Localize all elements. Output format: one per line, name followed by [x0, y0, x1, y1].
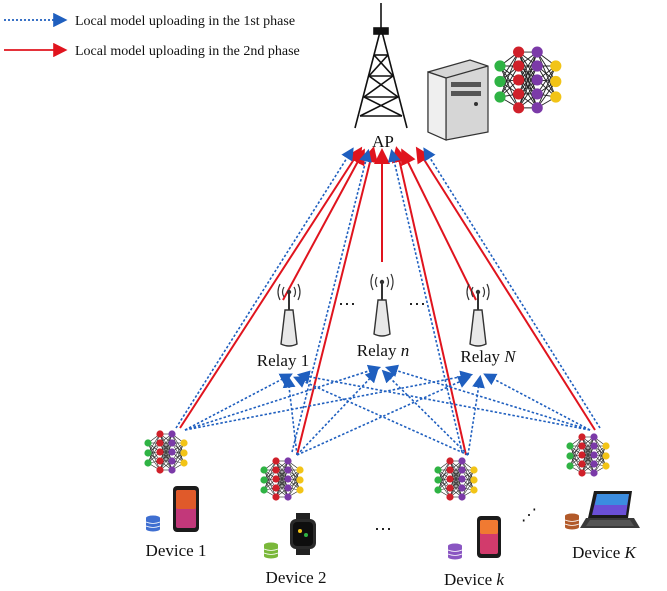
device-k-label: Device k	[444, 570, 504, 589]
link-relayN-ap	[401, 148, 477, 301]
link-device1-ap	[179, 146, 363, 429]
device-k-model-icon	[433, 456, 479, 502]
relay-N-icon	[466, 283, 490, 347]
link-dk-rn	[381, 369, 469, 456]
device-2-database-icon	[263, 542, 279, 559]
ap-label: AP	[372, 132, 394, 151]
relay-ellipsis-right: ⋯	[408, 294, 426, 314]
device-K-model-icon	[565, 432, 611, 478]
device-K-label: Device K	[572, 543, 637, 562]
device-2-watch-icon	[290, 513, 316, 555]
device-K-database-icon	[564, 513, 580, 530]
link-d2-rn	[296, 369, 379, 456]
ap-tower-icon	[354, 3, 408, 129]
device-ellipsis-diagonal: ⋰	[521, 507, 537, 524]
legend-phase2-label: Local model uploading in the 2nd phase	[75, 44, 300, 59]
link-p1-device2-ap	[291, 148, 372, 453]
device-1-database-icon	[145, 515, 161, 532]
device-K-tablet-icon	[580, 491, 640, 528]
phase1-links	[175, 147, 601, 456]
ap-model-icon	[493, 45, 563, 115]
phase2-links	[179, 146, 596, 456]
legend: Local model uploading in the 1st phase L…	[4, 12, 300, 59]
link-dK-rn	[384, 364, 591, 431]
link-deviceK-ap	[415, 146, 596, 431]
link-relay1-ap	[282, 148, 365, 301]
device-1-phone-icon	[173, 486, 199, 532]
relay-1-label: Relay 1	[257, 351, 309, 370]
device-ellipsis: ⋯	[374, 519, 392, 539]
relay-n-icon	[370, 273, 394, 337]
device-2-label: Device 2	[266, 568, 327, 587]
link-dK-rN	[483, 373, 591, 431]
relay-ellipsis-left: ⋯	[338, 294, 356, 314]
relay-1-icon	[277, 283, 301, 347]
link-d1-rN	[184, 370, 474, 431]
device-1-label: Device 1	[146, 541, 207, 560]
link-p1-devicek-ap	[387, 148, 463, 453]
relay-n-label: Relay n	[357, 341, 409, 360]
link-device2-ap	[296, 146, 378, 456]
link-dK-r1	[296, 370, 591, 431]
link-dk-rN	[467, 374, 485, 456]
legend-phase1-label: Local model uploading in the 1st phase	[75, 14, 295, 29]
link-d1-rn	[184, 364, 382, 431]
device-2-model-icon	[259, 456, 305, 502]
device-k-phone-icon	[477, 516, 501, 558]
link-d2-r1	[282, 374, 298, 456]
link-d1-r1	[184, 373, 293, 431]
server-icon	[427, 59, 489, 141]
link-p1-deviceK-ap	[423, 147, 601, 429]
link-p1-device1-ap	[175, 147, 354, 429]
relay-N-label: Relay N	[460, 347, 517, 366]
device-1-model-icon	[143, 429, 189, 475]
link-devicek-ap	[391, 146, 467, 456]
device-k-database-icon	[447, 543, 463, 560]
